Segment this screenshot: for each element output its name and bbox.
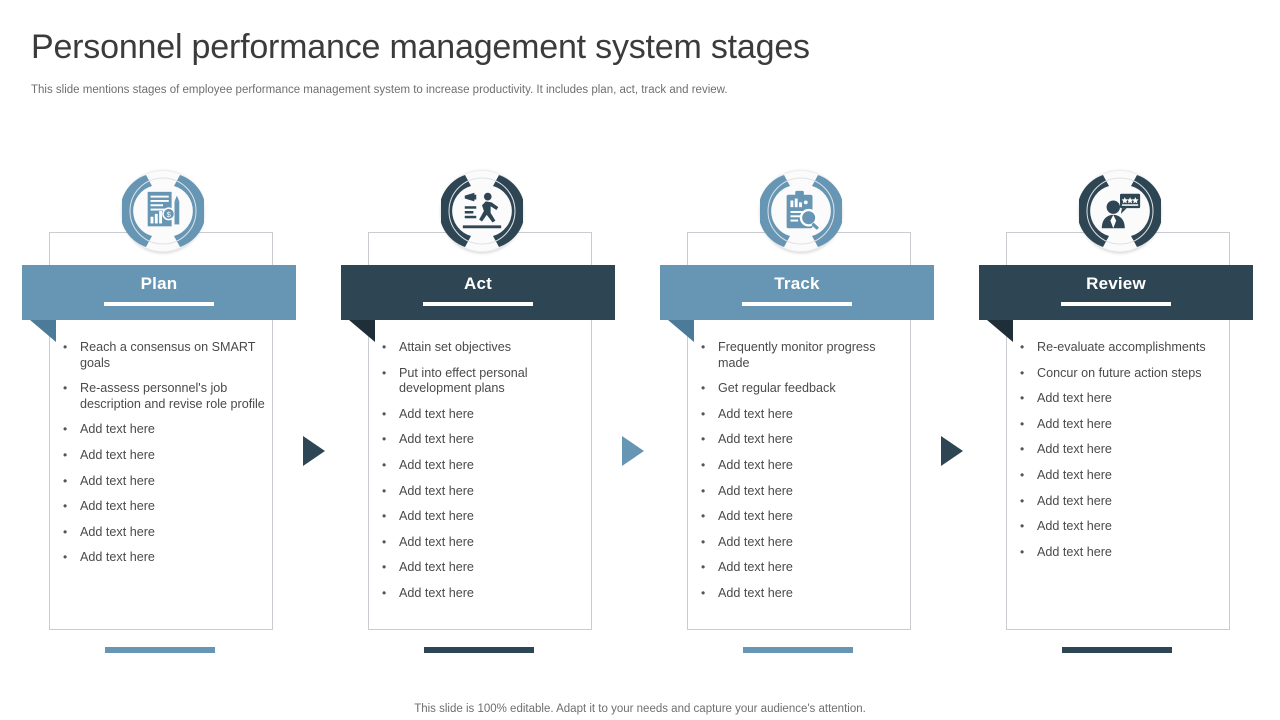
list-item: Add text here xyxy=(1015,519,1227,535)
stage-title: Review xyxy=(1086,274,1146,293)
list-item: Add text here xyxy=(696,432,908,448)
stage-accent-bar xyxy=(105,647,215,653)
stage-banner-body xyxy=(979,265,1253,320)
list-item: Add text here xyxy=(1015,391,1227,407)
stage-banner[interactable]: Plan xyxy=(22,265,296,342)
list-item: Add text here xyxy=(377,586,589,602)
list-item: Add text here xyxy=(377,407,589,423)
list-item: Add text here xyxy=(1015,494,1227,510)
stage-banner-fold xyxy=(30,320,56,342)
stage-title-underline xyxy=(104,302,214,306)
page-title: Personnel performance management system … xyxy=(31,28,810,66)
stage-bullet-list: Frequently monitor progress made Get reg… xyxy=(696,340,908,612)
arrow-track-to-review-icon xyxy=(941,436,963,466)
stage-column-act[interactable]: Act Attain set objectives Put into effec… xyxy=(319,160,639,653)
svg-text:$: $ xyxy=(167,210,172,219)
stage-title-underline xyxy=(1061,302,1171,306)
stage-banner[interactable]: Review xyxy=(979,265,1253,342)
list-item: Concur on future action steps xyxy=(1015,366,1227,382)
stage-title: Act xyxy=(464,274,492,293)
stage-banner-fold xyxy=(987,320,1013,342)
page-subtitle: This slide mentions stages of employee p… xyxy=(31,84,728,96)
list-item: Add text here xyxy=(58,474,270,490)
stage-column-track[interactable]: Track Frequently monitor progress made G… xyxy=(638,160,958,653)
list-item: Add text here xyxy=(377,509,589,525)
list-item: Add text here xyxy=(377,458,589,474)
stage-icon-badge: $ xyxy=(122,170,204,252)
list-item: Reach a consensus on SMART goals xyxy=(58,340,270,371)
list-item: Attain set objectives xyxy=(377,340,589,356)
stage-accent-bar xyxy=(424,647,534,653)
arrow-act-to-track-icon xyxy=(622,436,644,466)
list-item: Put into effect personal development pla… xyxy=(377,366,589,397)
list-item: Add text here xyxy=(696,509,908,525)
list-item: Add text here xyxy=(58,525,270,541)
stage-column-review[interactable]: Review Re-evaluate accomplishments Concu… xyxy=(957,160,1277,653)
footer-note: This slide is 100% editable. Adapt it to… xyxy=(414,703,866,715)
stage-banner-body xyxy=(660,265,934,320)
list-item: Add text here xyxy=(696,586,908,602)
list-item: Get regular feedback xyxy=(696,381,908,397)
list-item: Add text here xyxy=(696,484,908,500)
list-item: Add text here xyxy=(377,432,589,448)
stage-title-underline xyxy=(742,302,852,306)
stage-accent-bar xyxy=(1062,647,1172,653)
stage-banner-body xyxy=(341,265,615,320)
stage-banner[interactable]: Track xyxy=(660,265,934,342)
badge-ring-icon xyxy=(760,175,842,247)
stage-title: Track xyxy=(774,274,820,293)
list-item: Add text here xyxy=(377,484,589,500)
stage-title: Plan xyxy=(140,274,178,293)
stage-bullet-list: Re-evaluate accomplishments Concur on fu… xyxy=(1015,340,1227,570)
badge-ring-icon xyxy=(441,175,523,247)
stage-accent-bar xyxy=(743,647,853,653)
clipboard-magnifier-icon xyxy=(786,190,819,230)
badge-ring-icon xyxy=(1079,175,1161,247)
list-item: Add text here xyxy=(696,458,908,474)
person-feedback-stars-icon xyxy=(1101,193,1141,229)
arrow-plan-to-act-icon xyxy=(303,436,325,466)
list-item: Add text here xyxy=(696,407,908,423)
list-item: Add text here xyxy=(58,550,270,566)
stage-icon-badge xyxy=(760,170,842,252)
stage-bullet-list: Attain set objectives Put into effect pe… xyxy=(377,340,589,612)
list-item: Re-assess personnel's job description an… xyxy=(58,381,270,412)
stage-banner-fold xyxy=(349,320,375,342)
stage-column-plan[interactable]: $ Plan Reach a consensus on SMART goals … xyxy=(0,160,320,653)
stage-icon-badge xyxy=(1079,170,1161,252)
list-item: Add text here xyxy=(377,535,589,551)
stage-icon-badge xyxy=(441,170,523,252)
list-item: Add text here xyxy=(1015,545,1227,561)
list-item: Add text here xyxy=(58,422,270,438)
list-item: Add text here xyxy=(696,560,908,576)
list-item: Add text here xyxy=(1015,417,1227,433)
document-chart-pen-icon: $ xyxy=(147,191,180,227)
stage-columns: $ Plan Reach a consensus on SMART goals … xyxy=(0,160,1280,653)
stage-title-underline xyxy=(423,302,533,306)
list-item: Add text here xyxy=(1015,468,1227,484)
list-item: Re-evaluate accomplishments xyxy=(1015,340,1227,356)
running-person-megaphone-icon xyxy=(462,192,502,229)
stage-banner-body xyxy=(22,265,296,320)
badge-ring-icon xyxy=(122,175,204,247)
list-item: Add text here xyxy=(58,499,270,515)
list-item: Add text here xyxy=(696,535,908,551)
stage-banner[interactable]: Act xyxy=(341,265,615,342)
list-item: Add text here xyxy=(377,560,589,576)
stage-bullet-list: Reach a consensus on SMART goals Re-asse… xyxy=(58,340,270,576)
list-item: Frequently monitor progress made xyxy=(696,340,908,371)
stage-banner-fold xyxy=(668,320,694,342)
list-item: Add text here xyxy=(1015,442,1227,458)
list-item: Add text here xyxy=(58,448,270,464)
